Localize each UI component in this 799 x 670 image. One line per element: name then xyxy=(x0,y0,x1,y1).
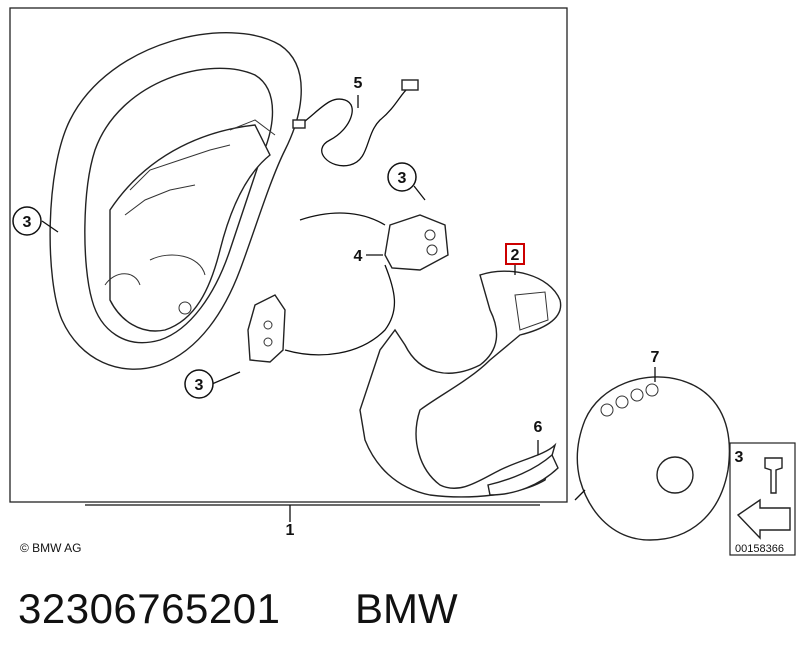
callout-3a: 3 xyxy=(23,214,32,231)
diagram-frame xyxy=(9,7,568,503)
leader-lines xyxy=(41,95,656,522)
left-switch-drawing xyxy=(247,294,286,363)
callout-2: 2 xyxy=(511,247,520,264)
callout-highlight-2 xyxy=(505,243,525,265)
callout-circle-3c xyxy=(184,369,214,399)
callout-5: 5 xyxy=(354,75,363,92)
diagram-number: 00158366 xyxy=(735,543,784,555)
callout-7: 7 xyxy=(651,349,660,366)
part-number: 32306765201 xyxy=(18,585,281,632)
airbag-drawing xyxy=(574,376,731,541)
callout-circle-3a xyxy=(12,206,42,236)
callout-6: 6 xyxy=(534,419,543,436)
copyright-text: © BMW AG xyxy=(20,541,82,555)
steering-wheel-drawing xyxy=(49,32,302,370)
callout-1: 1 xyxy=(286,522,295,539)
callout-circle-3b xyxy=(387,162,417,192)
trim-piece-drawing xyxy=(487,453,559,496)
right-switch-drawing xyxy=(284,212,449,356)
callout-3c: 3 xyxy=(195,377,204,394)
callout-3d: 3 xyxy=(735,449,744,466)
callout-4: 4 xyxy=(354,248,363,265)
screw-legend-box xyxy=(729,442,796,556)
wiring-harness-drawing xyxy=(292,79,419,167)
brand-name: BMW xyxy=(355,585,458,632)
callout-3b: 3 xyxy=(398,170,407,187)
trim-cover-drawing xyxy=(359,270,562,498)
